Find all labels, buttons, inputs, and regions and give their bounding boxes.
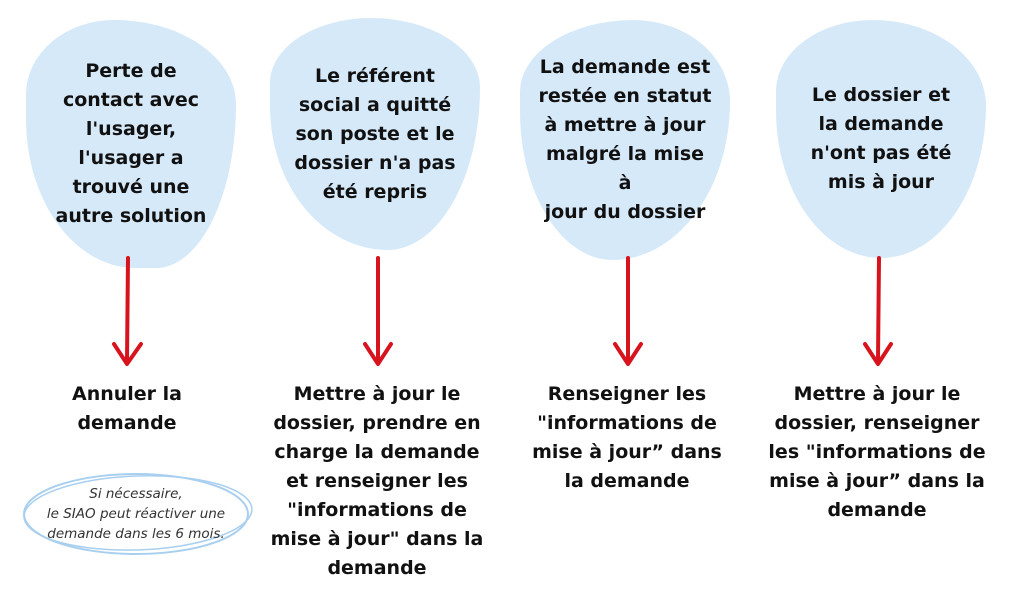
note-text: Si nécessaire, le SIAO peut réactiver un… — [46, 486, 226, 542]
note-outline — [23, 473, 253, 555]
flow-column-2: Le référent social a quitté son poste et… — [252, 0, 502, 600]
situation-bubble: Le référent social a quitté son poste et… — [270, 18, 480, 250]
situation-text: Le référent social a quitté son poste et… — [294, 64, 456, 203]
action-text: Mettre à jour le dossier, prendre en cha… — [270, 383, 484, 579]
situation-text: La demande est restée en statut à mettre… — [538, 56, 712, 223]
down-arrow-icon — [613, 256, 643, 366]
down-arrow-icon — [363, 256, 393, 366]
flow-column-3: La demande est restée en statut à mettre… — [502, 0, 752, 600]
action-text: Renseigner les "informations de mise à j… — [532, 383, 722, 492]
situation-bubble: La demande est restée en statut à mettre… — [520, 20, 730, 260]
situation-bubble: Le dossier et la demande n'ont pas été m… — [776, 20, 986, 258]
flow-column-4: Le dossier et la demande n'ont pas été m… — [752, 0, 1002, 600]
flow-column-1: Perte de contact avec l'usager, l'usager… — [2, 0, 254, 600]
situation-text: Le dossier et la demande n'ont pas été m… — [810, 84, 952, 193]
down-arrow-icon — [863, 256, 893, 366]
reactivation-note: Si nécessaire, le SIAO peut réactiver un… — [18, 468, 254, 560]
situation-bubble: Perte de contact avec l'usager, l'usager… — [26, 20, 236, 268]
action-text: Annuler la demande — [71, 383, 182, 434]
down-arrow-icon — [112, 256, 143, 366]
action-text: Mettre à jour le dossier, renseigner les… — [768, 383, 986, 521]
situation-text: Perte de contact avec l'usager, l'usager… — [55, 60, 207, 227]
